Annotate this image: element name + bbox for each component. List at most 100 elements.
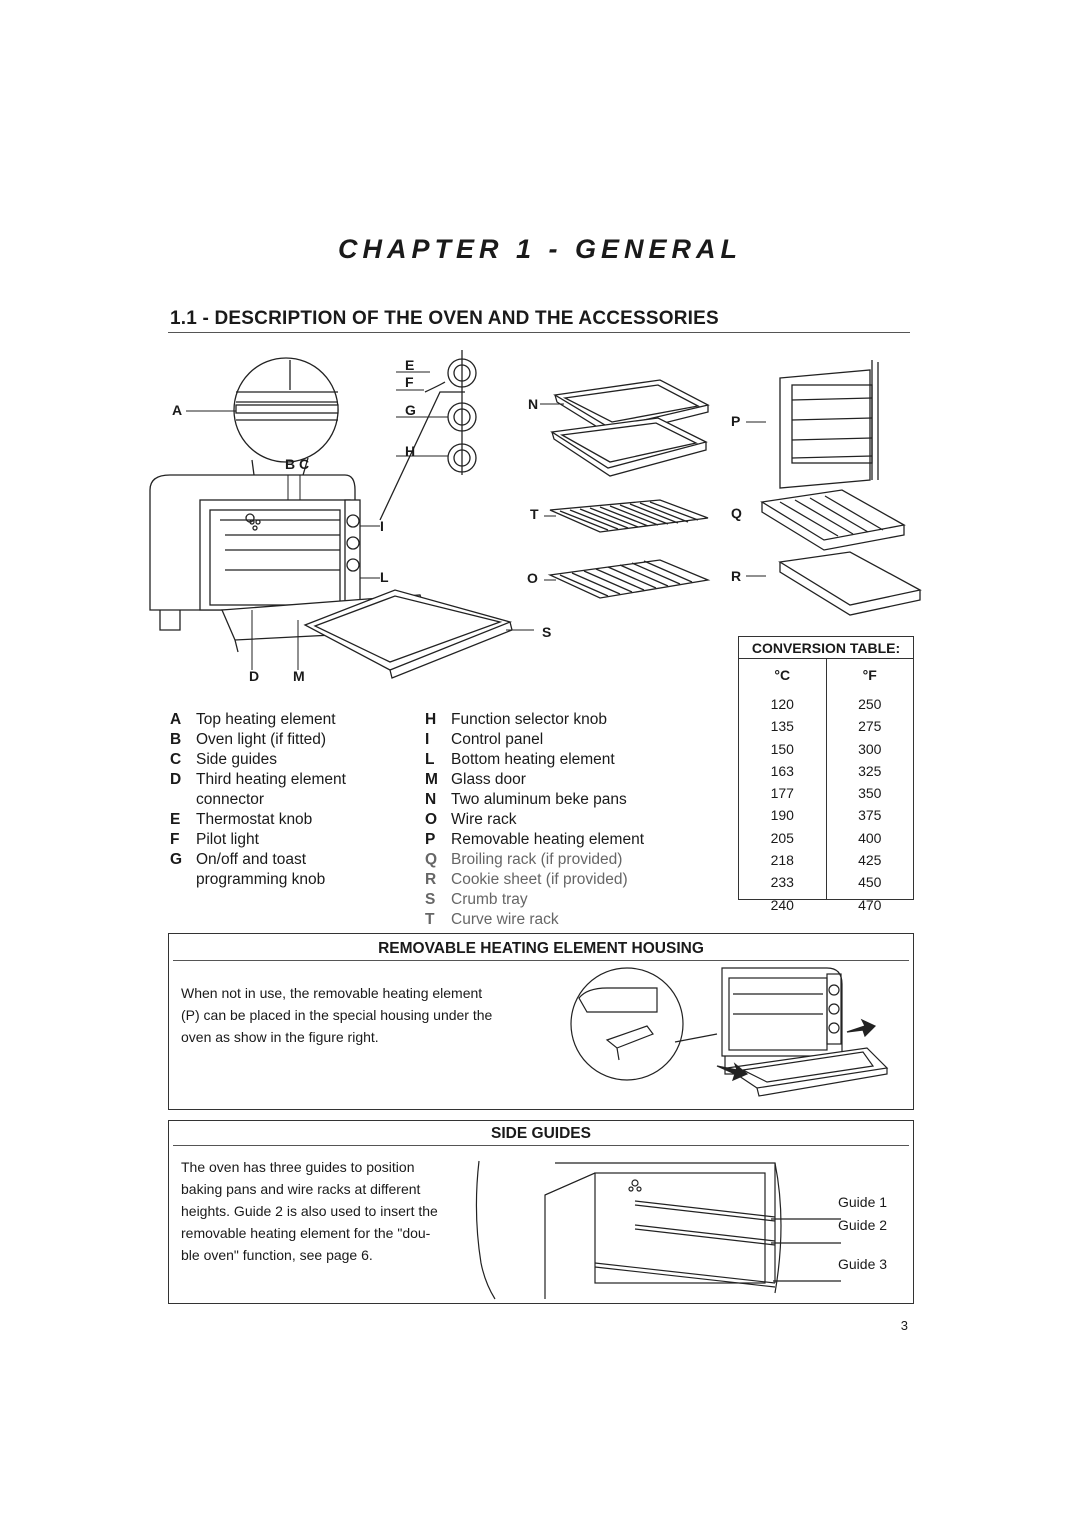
side-guides-title: SIDE GUIDES: [491, 1125, 591, 1142]
callout-i: I: [380, 518, 384, 534]
side-guides-text-line: The oven has three guides to position: [181, 1159, 415, 1175]
fahrenheit-value: 450: [858, 874, 882, 891]
legend-text: Third heating element: [196, 771, 346, 788]
celsius-value: 218: [770, 852, 794, 869]
housing-box-title: REMOVABLE HEATING ELEMENT HOUSING: [378, 940, 704, 957]
legend-text: programming knob: [196, 871, 326, 888]
fahrenheit-value: 275: [858, 718, 882, 735]
legend-key: M: [425, 771, 438, 788]
callout-bc: B C: [285, 456, 310, 472]
housing-box-divider: [173, 960, 909, 961]
legend-text: Broiling rack (if provided): [451, 851, 623, 868]
fahrenheit-value: 350: [858, 785, 882, 802]
legend-text: Control panel: [451, 731, 544, 748]
fahrenheit-column: °F 250 275 300 325 350 375 400 425 450 4…: [825, 659, 914, 913]
legend-key: C: [170, 751, 182, 768]
legend-item: B Oven light (if fitted): [170, 730, 410, 750]
legend-key: [170, 790, 196, 810]
side-guides-text-line: baking pans and wire racks at different: [181, 1181, 421, 1197]
fahrenheit-value: 375: [858, 807, 882, 824]
wire-rack-illustration: [547, 559, 711, 599]
callout-m: M: [293, 668, 305, 684]
fahrenheit-value: 425: [858, 852, 882, 869]
callout-f: F: [405, 374, 414, 390]
guide-3-label: Guide 3: [838, 1256, 888, 1272]
legend-item: I Control panel: [425, 730, 715, 750]
housing-text-line: oven as show in the figure right.: [181, 1029, 379, 1045]
celsius-value: 120: [770, 696, 794, 712]
celsius-value: 205: [770, 829, 794, 846]
control-knobs-illustration: [379, 350, 477, 521]
fahrenheit-value: 325: [858, 762, 882, 779]
legend-key: I: [425, 731, 430, 748]
cookie-sheet-illustration: [778, 551, 922, 616]
curve-wire-rack-illustration: [549, 499, 709, 533]
legend-text: Bottom heating element: [451, 751, 615, 768]
callout-h: H: [405, 443, 416, 459]
conversion-table-title: CONVERSION TABLE:: [738, 636, 914, 659]
legend-text: Curve wire rack: [451, 911, 559, 928]
side-guides-divider: [173, 1145, 909, 1146]
fahrenheit-value: 470: [858, 896, 882, 913]
legend-key: Q: [425, 851, 438, 868]
callout-r: R: [731, 568, 742, 584]
legend-key: S: [425, 891, 436, 908]
legend-item: connector: [170, 790, 410, 810]
conversion-table: CONVERSION TABLE: °C 120 135 150 163 177…: [738, 636, 914, 913]
oven-accessories-illustration: [149, 350, 922, 679]
legend-text: Two aluminum beke pans: [451, 791, 627, 808]
guide-1-label: Guide 1: [838, 1194, 888, 1210]
housing-illustration: [570, 967, 889, 1097]
celsius-value: 190: [770, 807, 794, 824]
legend-item: programming knob: [170, 870, 410, 890]
fahrenheit-header: °F: [862, 667, 877, 683]
legend-key: B: [170, 731, 182, 748]
legend-text: Oven light (if fitted): [196, 731, 327, 748]
legend-key: F: [170, 831, 180, 848]
celsius-value: 163: [770, 762, 794, 779]
callout-d: D: [249, 668, 260, 684]
side-guides-text-line: ble oven" function, see page 6.: [181, 1247, 373, 1263]
side-guides-text-line: heights. Guide 2 is also used to insert …: [181, 1203, 438, 1219]
legend-key: P: [425, 831, 436, 848]
legend-text: On/off and toast: [196, 851, 307, 868]
side-guides-illustration: [475, 1160, 841, 1300]
legend-key: N: [425, 791, 437, 808]
chapter-title: CHAPTER 1 - GENERAL: [337, 234, 743, 264]
legend-item: C Side guides: [170, 750, 410, 770]
housing-text-line: When not in use, the removable heating e…: [181, 985, 483, 1001]
callout-a: A: [172, 402, 183, 418]
legend-key: L: [425, 751, 435, 768]
legend-item: Q Broiling rack (if provided): [425, 850, 715, 870]
celsius-value: 233: [770, 874, 794, 891]
housing-text-line: (P) can be placed in the special housing…: [181, 1007, 493, 1023]
legend-text: Side guides: [196, 751, 278, 768]
baking-pans-illustration: [550, 379, 710, 477]
legend-key: [170, 870, 196, 890]
celsius-value: 177: [770, 785, 794, 802]
removable-heating-element-illustration: [779, 360, 879, 489]
legend-key: H: [425, 711, 437, 728]
legend-text: Function selector knob: [451, 711, 607, 728]
legend-key: D: [170, 771, 182, 788]
housing-info-box: REMOVABLE HEATING ELEMENT HOUSING When n…: [168, 933, 914, 1110]
callout-n: N: [528, 396, 539, 412]
page-number: 3: [900, 1318, 908, 1333]
conversion-table-body: °C 120 135 150 163 177 190 205 218 233 2…: [738, 659, 914, 913]
legend-text: Removable heating element: [451, 831, 645, 848]
legend-key: R: [425, 871, 437, 888]
celsius-header: °C: [774, 667, 791, 683]
side-guides-box: SIDE GUIDES The oven has three guides to…: [168, 1120, 914, 1304]
celsius-value: 240: [770, 896, 794, 913]
legend-key: O: [425, 811, 438, 828]
callout-g: G: [405, 402, 416, 418]
